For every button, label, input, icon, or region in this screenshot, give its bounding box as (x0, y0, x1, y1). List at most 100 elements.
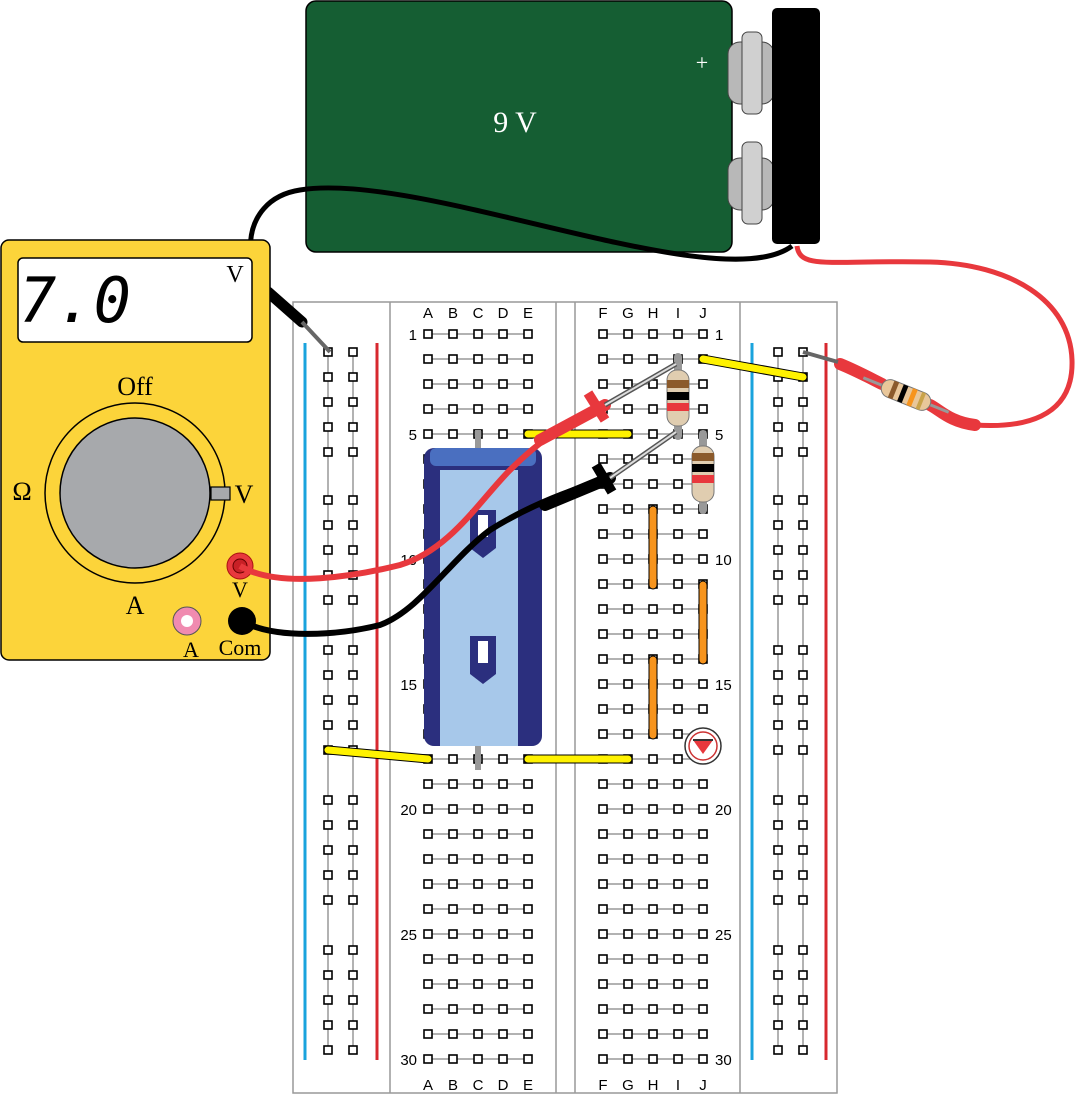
breadboard-hole[interactable] (623, 979, 633, 989)
breadboard-hole[interactable] (798, 645, 808, 655)
breadboard-hole[interactable] (598, 779, 608, 789)
breadboard-hole[interactable] (448, 329, 458, 339)
breadboard-hole[interactable] (623, 354, 633, 364)
breadboard-hole[interactable] (698, 904, 708, 914)
breadboard-hole[interactable] (423, 429, 433, 439)
breadboard-hole[interactable] (623, 504, 633, 514)
breadboard-hole[interactable] (648, 1029, 658, 1039)
breadboard-hole[interactable] (598, 829, 608, 839)
breadboard-hole[interactable] (648, 829, 658, 839)
breadboard-hole[interactable] (348, 545, 358, 555)
breadboard-hole[interactable] (423, 979, 433, 989)
breadboard-hole[interactable] (598, 729, 608, 739)
breadboard-hole[interactable] (623, 729, 633, 739)
breadboard-hole[interactable] (673, 1054, 683, 1064)
breadboard-hole[interactable] (673, 604, 683, 614)
breadboard-hole[interactable] (348, 695, 358, 705)
breadboard-hole[interactable] (523, 1029, 533, 1039)
breadboard-hole[interactable] (423, 354, 433, 364)
breadboard-hole[interactable] (773, 645, 783, 655)
breadboard-hole[interactable] (698, 529, 708, 539)
breadboard-hole[interactable] (773, 720, 783, 730)
breadboard-hole[interactable] (448, 754, 458, 764)
breadboard-hole[interactable] (348, 422, 358, 432)
breadboard-hole[interactable] (498, 379, 508, 389)
breadboard-hole[interactable] (648, 404, 658, 414)
breadboard-hole[interactable] (348, 995, 358, 1005)
breadboard-hole[interactable] (648, 979, 658, 989)
breadboard-hole[interactable] (498, 904, 508, 914)
breadboard-hole[interactable] (648, 629, 658, 639)
breadboard-hole[interactable] (673, 454, 683, 464)
breadboard-hole[interactable] (648, 1004, 658, 1014)
breadboard-hole[interactable] (798, 995, 808, 1005)
breadboard-hole[interactable] (348, 820, 358, 830)
breadboard-hole[interactable] (448, 979, 458, 989)
breadboard-hole[interactable] (773, 670, 783, 680)
breadboard-hole[interactable] (673, 879, 683, 889)
breadboard-hole[interactable] (623, 329, 633, 339)
breadboard-hole[interactable] (623, 379, 633, 389)
breadboard-hole[interactable] (323, 545, 333, 555)
breadboard-hole[interactable] (498, 979, 508, 989)
breadboard-hole[interactable] (323, 945, 333, 955)
breadboard-hole[interactable] (523, 854, 533, 864)
breadboard-hole[interactable] (348, 495, 358, 505)
breadboard-hole[interactable] (598, 329, 608, 339)
breadboard-hole[interactable] (498, 829, 508, 839)
breadboard-hole[interactable] (323, 995, 333, 1005)
breadboard-hole[interactable] (673, 1004, 683, 1014)
breadboard-hole[interactable] (498, 954, 508, 964)
breadboard-hole[interactable] (623, 579, 633, 589)
breadboard-hole[interactable] (423, 929, 433, 939)
breadboard-hole[interactable] (448, 1054, 458, 1064)
breadboard-hole[interactable] (498, 879, 508, 889)
breadboard-hole[interactable] (673, 579, 683, 589)
breadboard-hole[interactable] (648, 904, 658, 914)
breadboard-hole[interactable] (448, 879, 458, 889)
breadboard-hole[interactable] (423, 879, 433, 889)
breadboard-hole[interactable] (423, 404, 433, 414)
breadboard-hole[interactable] (448, 429, 458, 439)
breadboard-hole[interactable] (323, 645, 333, 655)
breadboard-hole[interactable] (523, 329, 533, 339)
breadboard-hole[interactable] (498, 329, 508, 339)
breadboard-hole[interactable] (473, 954, 483, 964)
breadboard-hole[interactable] (448, 904, 458, 914)
breadboard-hole[interactable] (473, 1004, 483, 1014)
breadboard-hole[interactable] (348, 845, 358, 855)
breadboard-hole[interactable] (448, 954, 458, 964)
breadboard-hole[interactable] (598, 954, 608, 964)
breadboard-hole[interactable] (323, 1020, 333, 1030)
breadboard-hole[interactable] (348, 895, 358, 905)
breadboard-hole[interactable] (773, 1045, 783, 1055)
breadboard-hole[interactable] (798, 422, 808, 432)
breadboard-hole[interactable] (598, 579, 608, 589)
breadboard-hole[interactable] (698, 804, 708, 814)
breadboard-hole[interactable] (648, 1054, 658, 1064)
breadboard-hole[interactable] (648, 954, 658, 964)
breadboard-hole[interactable] (523, 979, 533, 989)
breadboard-hole[interactable] (498, 1029, 508, 1039)
breadboard-hole[interactable] (423, 379, 433, 389)
breadboard-hole[interactable] (323, 970, 333, 980)
breadboard-hole[interactable] (648, 329, 658, 339)
breadboard-hole[interactable] (598, 654, 608, 664)
breadboard-hole[interactable] (498, 429, 508, 439)
breadboard-hole[interactable] (623, 854, 633, 864)
breadboard-hole[interactable] (648, 429, 658, 439)
breadboard-hole[interactable] (623, 704, 633, 714)
breadboard-hole[interactable] (598, 504, 608, 514)
breadboard-hole[interactable] (798, 397, 808, 407)
breadboard-hole[interactable] (673, 1029, 683, 1039)
breadboard-hole[interactable] (473, 979, 483, 989)
breadboard-hole[interactable] (798, 845, 808, 855)
breadboard-hole[interactable] (773, 595, 783, 605)
breadboard-hole[interactable] (623, 1004, 633, 1014)
breadboard-hole[interactable] (523, 954, 533, 964)
breadboard-hole[interactable] (623, 629, 633, 639)
breadboard-hole[interactable] (773, 695, 783, 705)
breadboard-hole[interactable] (773, 545, 783, 555)
breadboard-hole[interactable] (798, 745, 808, 755)
breadboard-hole[interactable] (648, 354, 658, 364)
